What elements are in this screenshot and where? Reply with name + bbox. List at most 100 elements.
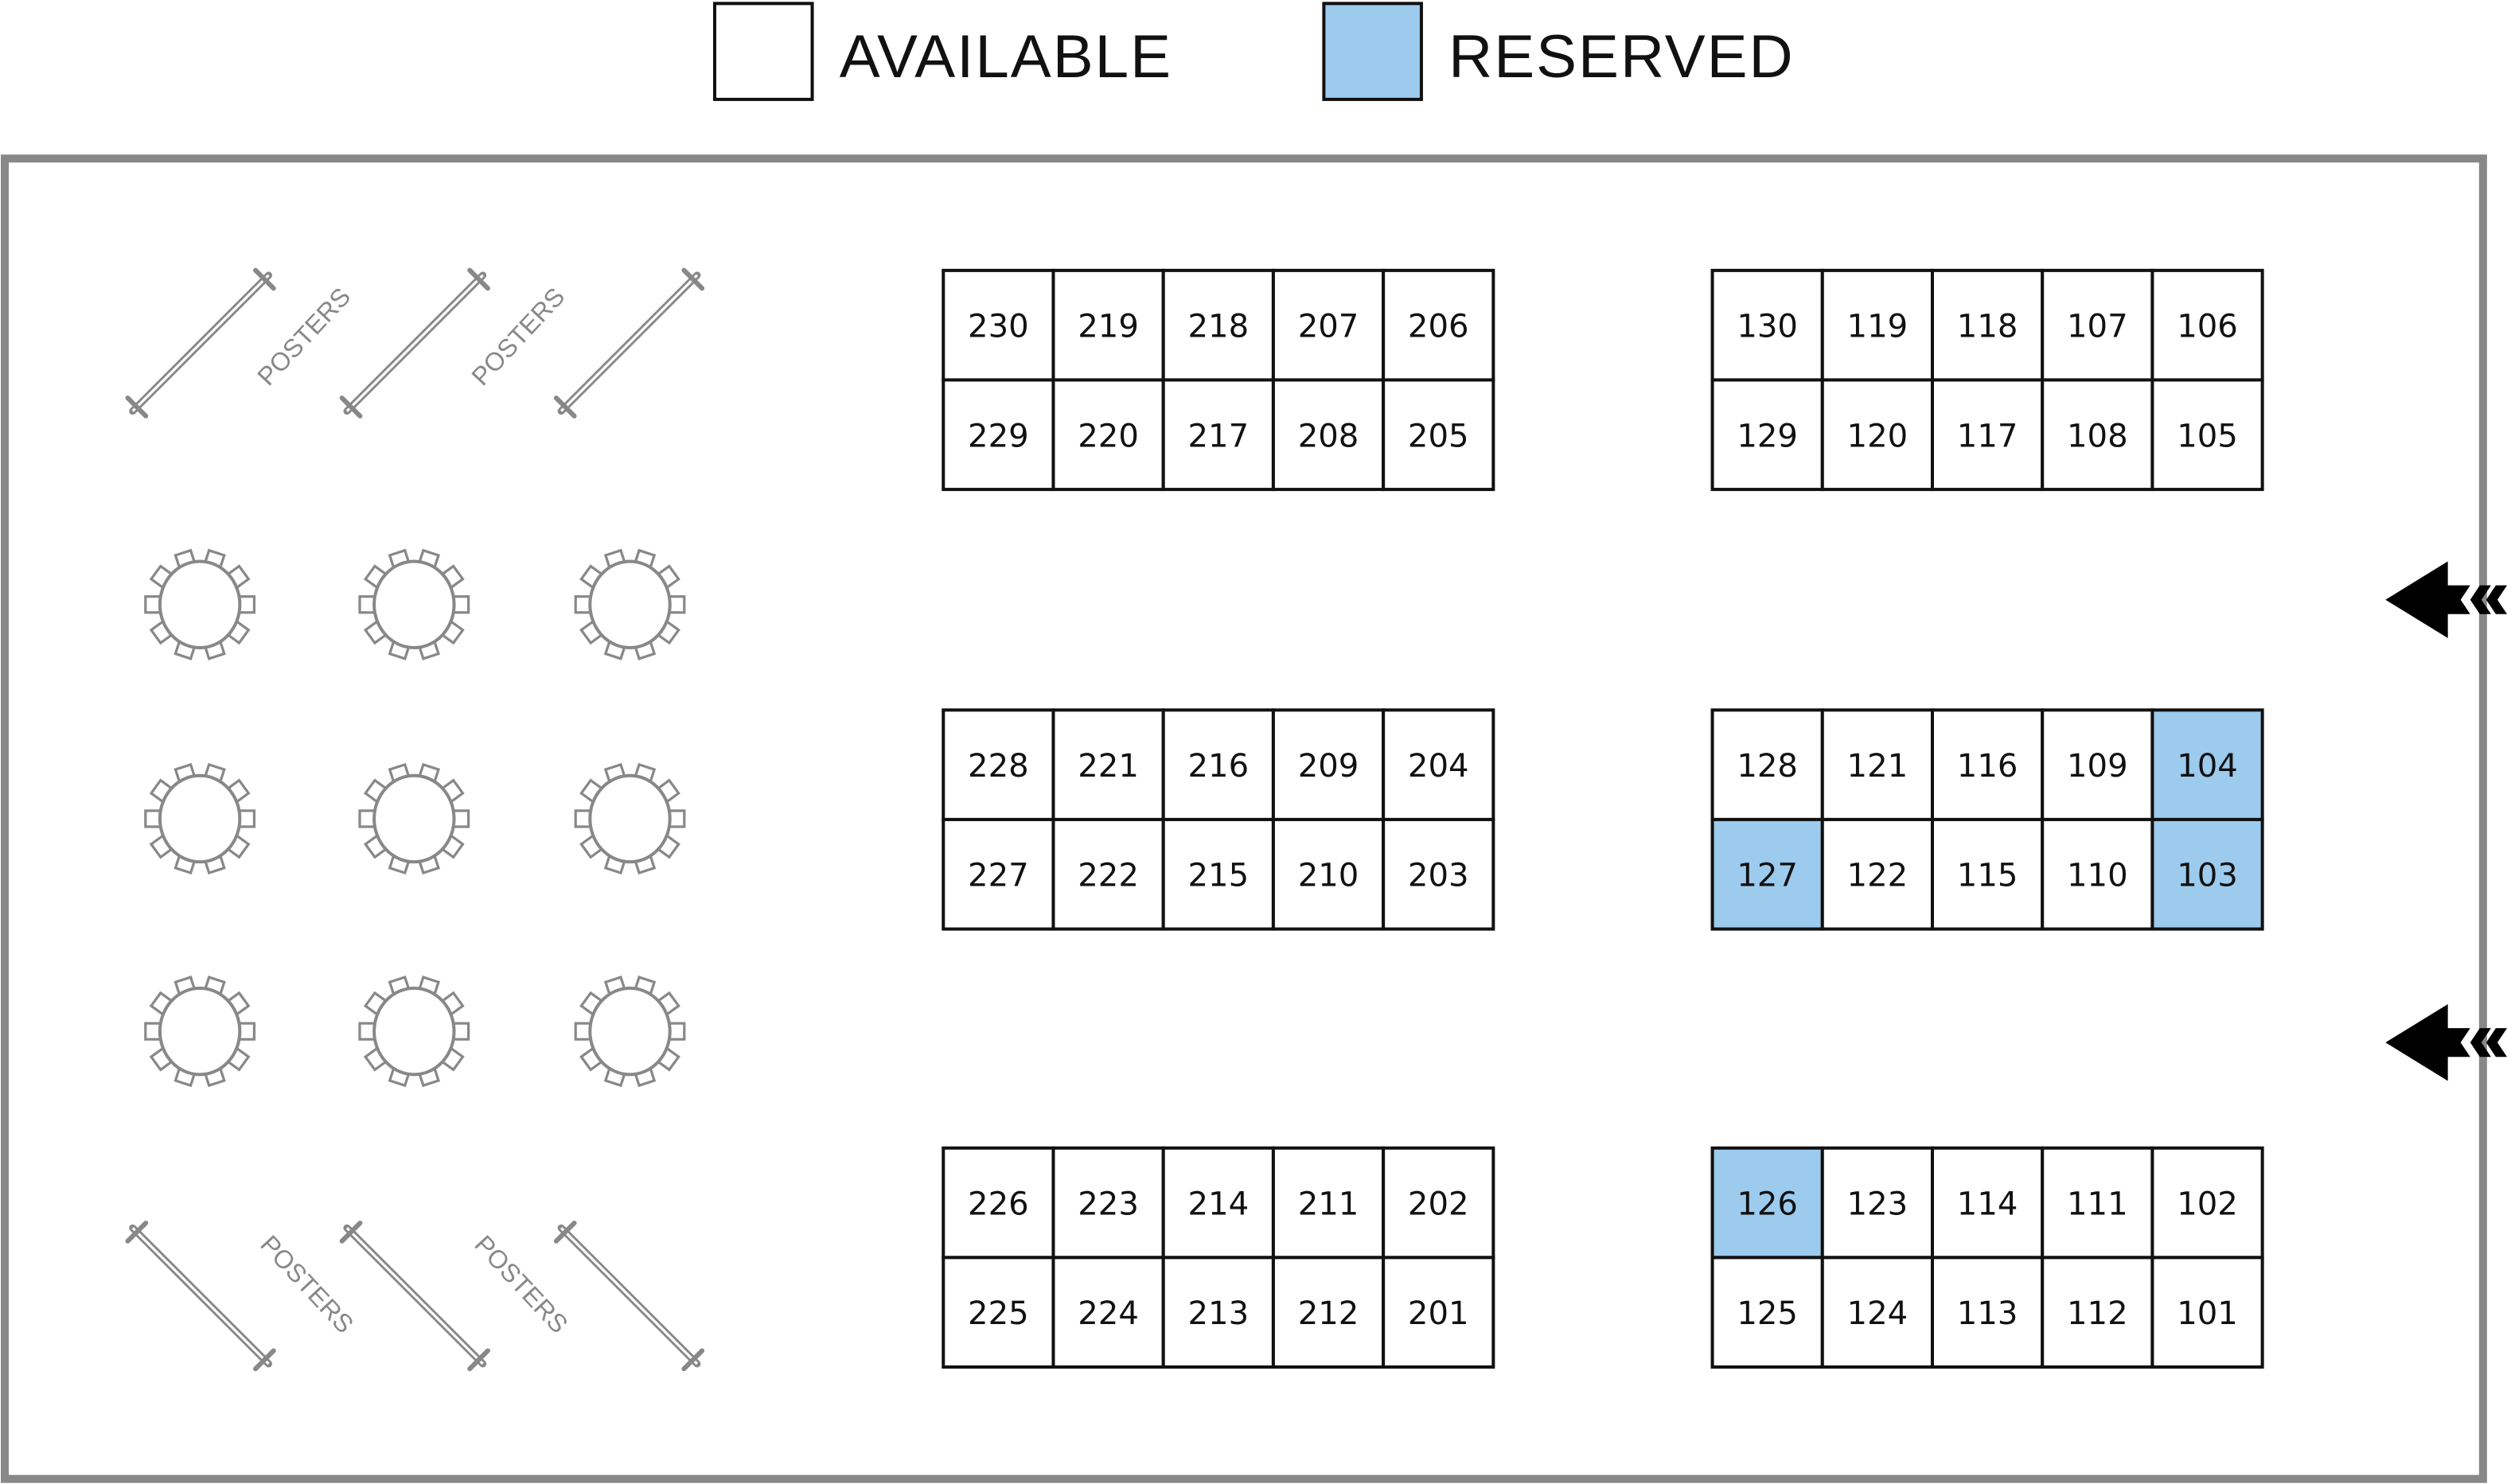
booth-cell[interactable]	[1161, 378, 1275, 492]
booth-cell[interactable]	[2041, 1146, 2154, 1260]
booth-221[interactable]: 221	[1051, 708, 1165, 821]
booth-cell[interactable]	[1051, 708, 1165, 821]
booth-cell[interactable]	[1930, 1256, 2045, 1369]
booth-cell[interactable]	[2041, 1256, 2154, 1369]
booth-103[interactable]: 103	[2150, 817, 2264, 931]
booth-113[interactable]: 113	[1930, 1256, 2045, 1369]
booth-211[interactable]: 211	[1271, 1146, 1386, 1260]
booth-228[interactable]: 228	[942, 708, 1055, 821]
booth-cell[interactable]	[1710, 708, 1824, 821]
booth-225[interactable]: 225	[942, 1256, 1055, 1369]
booth-cell[interactable]	[2041, 708, 2154, 821]
booth-cell[interactable]	[1271, 708, 1386, 821]
booth-206[interactable]: 206	[1382, 268, 1495, 382]
booth-109[interactable]: 109	[2041, 708, 2154, 821]
booth-cell[interactable]	[1271, 378, 1386, 492]
booth-cell[interactable]	[1051, 268, 1165, 382]
booth-cell[interactable]	[1051, 817, 1165, 931]
booth-226[interactable]: 226	[942, 1146, 1055, 1260]
booth-cell[interactable]	[1930, 268, 2045, 382]
booth-118[interactable]: 118	[1930, 268, 2045, 382]
booth-229[interactable]: 229	[942, 378, 1055, 492]
booth-cell[interactable]	[1161, 1146, 1275, 1260]
booth-227[interactable]: 227	[942, 817, 1055, 931]
booth-cell[interactable]	[1161, 708, 1275, 821]
booth-cell[interactable]	[942, 1256, 1055, 1369]
booth-127[interactable]: 127	[1710, 817, 1824, 931]
booth-cell[interactable]	[1820, 708, 1935, 821]
booth-124[interactable]: 124	[1820, 1256, 1935, 1369]
booth-223[interactable]: 223	[1051, 1146, 1165, 1260]
booth-cell[interactable]	[1161, 1256, 1275, 1369]
booth-cell[interactable]	[2041, 817, 2154, 931]
booth-cell[interactable]	[1382, 378, 1495, 492]
booth-215[interactable]: 215	[1161, 817, 1275, 931]
booth-230[interactable]: 230	[942, 268, 1055, 382]
booth-122[interactable]: 122	[1820, 817, 1935, 931]
booth-108[interactable]: 108	[2041, 378, 2154, 492]
booth-213[interactable]: 213	[1161, 1256, 1275, 1369]
booth-126[interactable]: 126	[1710, 1146, 1824, 1260]
booth-210[interactable]: 210	[1271, 817, 1386, 931]
booth-cell[interactable]	[1930, 1146, 2045, 1260]
booth-cell[interactable]	[2150, 817, 2264, 931]
booth-114[interactable]: 114	[1930, 1146, 2045, 1260]
booth-115[interactable]: 115	[1930, 817, 2045, 931]
booth-121[interactable]: 121	[1820, 708, 1935, 821]
booth-cell[interactable]	[1271, 268, 1386, 382]
booth-120[interactable]: 120	[1820, 378, 1935, 492]
booth-104[interactable]: 104	[2150, 708, 2264, 821]
booth-cell[interactable]	[942, 708, 1055, 821]
booth-222[interactable]: 222	[1051, 817, 1165, 931]
booth-208[interactable]: 208	[1271, 378, 1386, 492]
booth-202[interactable]: 202	[1382, 1146, 1495, 1260]
booth-cell[interactable]	[2150, 1146, 2264, 1260]
booth-cell[interactable]	[1161, 817, 1275, 931]
booth-cell[interactable]	[2150, 268, 2264, 382]
booth-cell[interactable]	[1382, 268, 1495, 382]
booth-cell[interactable]	[2150, 708, 2264, 821]
booth-cell[interactable]	[1382, 1256, 1495, 1369]
booth-111[interactable]: 111	[2041, 1146, 2154, 1260]
booth-cell[interactable]	[1820, 1256, 1935, 1369]
booth-cell[interactable]	[2041, 378, 2154, 492]
booth-cell[interactable]	[1051, 378, 1165, 492]
booth-224[interactable]: 224	[1051, 1256, 1165, 1369]
booth-219[interactable]: 219	[1051, 268, 1165, 382]
booth-cell[interactable]	[1930, 378, 2045, 492]
booth-cell[interactable]	[1820, 378, 1935, 492]
booth-209[interactable]: 209	[1271, 708, 1386, 821]
booth-112[interactable]: 112	[2041, 1256, 2154, 1369]
booth-cell[interactable]	[1820, 817, 1935, 931]
booth-129[interactable]: 129	[1710, 378, 1824, 492]
booth-125[interactable]: 125	[1710, 1256, 1824, 1369]
booth-107[interactable]: 107	[2041, 268, 2154, 382]
booth-cell[interactable]	[1051, 1256, 1165, 1369]
booth-212[interactable]: 212	[1271, 1256, 1386, 1369]
booth-130[interactable]: 130	[1710, 268, 1824, 382]
booth-cell[interactable]	[2150, 1256, 2264, 1369]
booth-201[interactable]: 201	[1382, 1256, 1495, 1369]
booth-214[interactable]: 214	[1161, 1146, 1275, 1260]
booth-cell[interactable]	[1051, 1146, 1165, 1260]
booth-205[interactable]: 205	[1382, 378, 1495, 492]
booth-106[interactable]: 106	[2150, 268, 2264, 382]
booth-cell[interactable]	[1382, 708, 1495, 821]
booth-204[interactable]: 204	[1382, 708, 1495, 821]
booth-119[interactable]: 119	[1820, 268, 1935, 382]
booth-cell[interactable]	[1382, 1146, 1495, 1260]
booth-cell[interactable]	[1271, 1146, 1386, 1260]
booth-110[interactable]: 110	[2041, 817, 2154, 931]
booth-cell[interactable]	[1930, 708, 2045, 821]
booth-220[interactable]: 220	[1051, 378, 1165, 492]
booth-128[interactable]: 128	[1710, 708, 1824, 821]
booth-cell[interactable]	[1382, 817, 1495, 931]
booth-105[interactable]: 105	[2150, 378, 2264, 492]
booth-216[interactable]: 216	[1161, 708, 1275, 821]
booth-117[interactable]: 117	[1930, 378, 2045, 492]
booth-218[interactable]: 218	[1161, 268, 1275, 382]
booth-116[interactable]: 116	[1930, 708, 2045, 821]
booth-cell[interactable]	[2150, 378, 2264, 492]
booth-123[interactable]: 123	[1820, 1146, 1935, 1260]
booth-203[interactable]: 203	[1382, 817, 1495, 931]
